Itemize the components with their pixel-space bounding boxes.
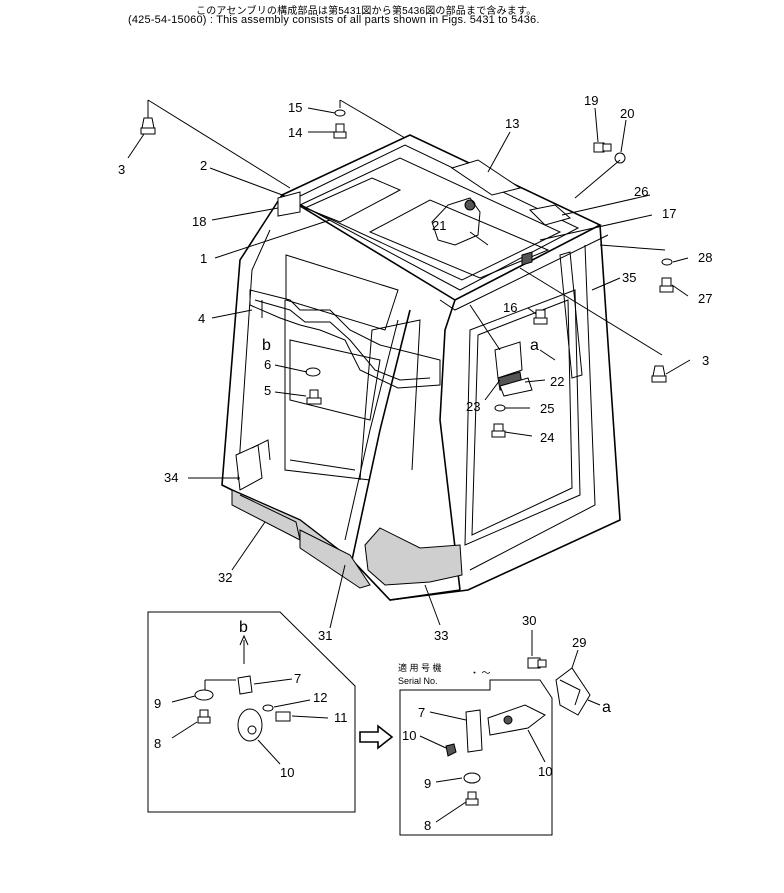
ref-a-main: a [530, 337, 539, 354]
callout-7b: 7 [418, 705, 425, 720]
callout-28: 28 [698, 250, 712, 265]
cab-frame [221, 134, 621, 601]
callout-10c: 10 [538, 764, 552, 779]
bolt-part-3-left [140, 117, 156, 135]
part-4-bracket [249, 289, 441, 389]
callout-15: 15 [288, 100, 302, 115]
part-26-plate [528, 204, 572, 226]
callout-32: 32 [218, 570, 232, 585]
bolt-part-3-right [651, 365, 667, 383]
inset-b-view-letter: b [239, 619, 248, 636]
part-22-latch [494, 341, 533, 397]
callout-20: 20 [620, 106, 634, 121]
callout-16: 16 [503, 300, 517, 315]
callout-31: 31 [318, 628, 332, 643]
callout-24: 24 [540, 430, 554, 445]
washer-part-25 [494, 404, 506, 412]
inset-b-frame [147, 611, 356, 813]
arrow-right-icon [359, 724, 394, 750]
ref-b-main: b [262, 337, 271, 354]
callout-9a: 9 [154, 696, 161, 711]
callout-2: 2 [200, 158, 207, 173]
serial-range: ・ ～ [470, 668, 491, 678]
callout-33: 33 [434, 628, 448, 643]
callout-29: 29 [572, 635, 586, 650]
callout-19: 19 [584, 93, 598, 108]
part-13-plate [450, 159, 522, 196]
washer-part-20 [614, 152, 626, 164]
bolt-part-5 [306, 389, 322, 405]
part-21-handle [431, 197, 481, 246]
bolt-part-14 [333, 123, 347, 139]
part-17-latch [521, 251, 533, 266]
callout-27: 27 [698, 291, 712, 306]
callout-30: 30 [522, 613, 536, 628]
callout-5: 5 [264, 383, 271, 398]
callout-35: 35 [622, 270, 636, 285]
callout-21: 21 [432, 218, 446, 233]
callout-18: 18 [192, 214, 206, 229]
callout-3b: 3 [702, 353, 709, 368]
callout-10a: 10 [280, 765, 294, 780]
bolt-part-19 [593, 142, 612, 153]
header-japanese-note: このアセンブリの構成部品は第5431図から第5436図の部品まで含みます。 [196, 6, 537, 17]
callout-14: 14 [288, 125, 302, 140]
ref-a-inset: a [602, 699, 611, 716]
bolt-part-16 [533, 309, 548, 325]
callout-labels: 1 2 3 3 4 5 6 13 14 15 16 17 18 19 20 21… [118, 93, 712, 833]
callout-22: 22 [550, 374, 564, 389]
callout-9b: 9 [424, 776, 431, 791]
callout-26: 26 [634, 184, 648, 199]
part-34-plate [235, 439, 271, 491]
bolt-part-27 [659, 277, 674, 293]
callout-13: 13 [505, 116, 519, 131]
callout-1: 1 [200, 251, 207, 266]
serial-label-en: Serial No. [398, 676, 438, 686]
callout-23: 23 [466, 399, 480, 414]
serial-label-jp: 適 用 号 機 [398, 662, 442, 673]
callout-3a: 3 [118, 162, 125, 177]
washer-part-28 [661, 258, 673, 266]
callout-11: 11 [334, 710, 348, 725]
callout-4: 4 [198, 311, 205, 326]
callout-6: 6 [264, 357, 271, 372]
leader-lines [127, 99, 691, 629]
callout-25: 25 [540, 401, 554, 416]
part-31-panel [299, 529, 371, 589]
callout-8b: 8 [424, 818, 431, 833]
callout-7a: 7 [294, 671, 301, 686]
inset-serial-frame [399, 630, 601, 836]
callout-10b: 10 [402, 728, 416, 743]
part-33-panel [364, 527, 463, 586]
washer-part-15 [334, 109, 346, 117]
washer-part-6 [305, 367, 321, 377]
part-21-knob [464, 199, 476, 211]
header-english-note: (425-54-15060) : This assembly consists … [128, 14, 540, 26]
callout-17: 17 [662, 206, 676, 221]
callout-34: 34 [164, 470, 178, 485]
part-35-strip [559, 251, 583, 379]
callout-12: 12 [313, 690, 327, 705]
part-18-bracket [277, 191, 301, 217]
bolt-part-24 [491, 423, 506, 438]
callout-8a: 8 [154, 736, 161, 751]
